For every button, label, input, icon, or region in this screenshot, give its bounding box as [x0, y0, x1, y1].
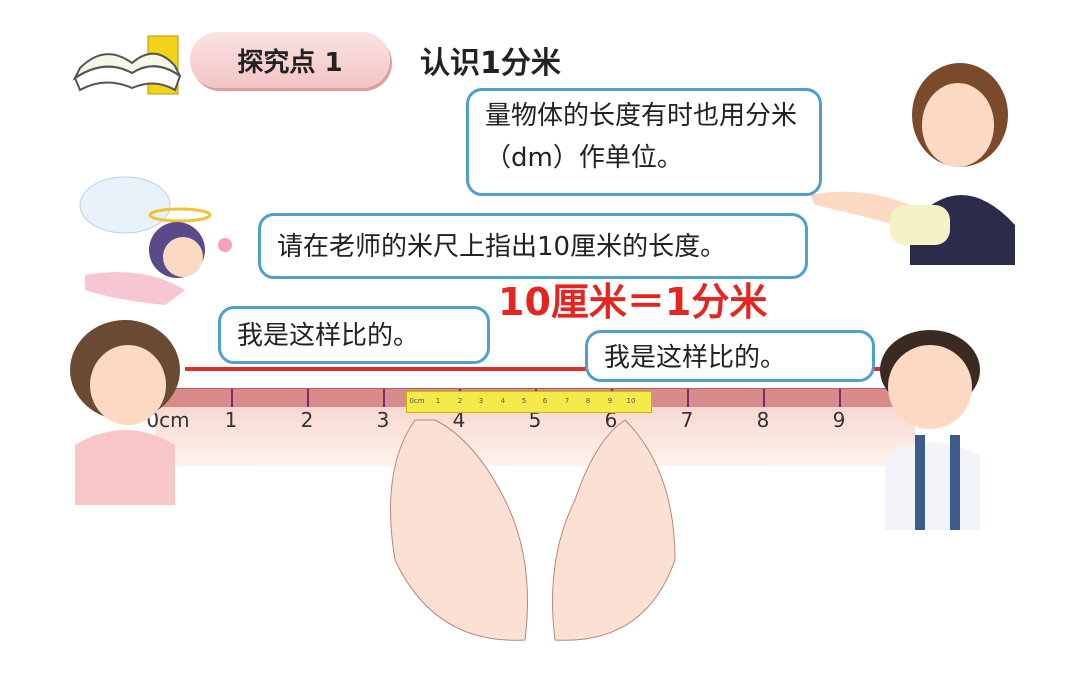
- teacher-illustration: [810, 63, 1015, 265]
- girl-speech-bubble: 我是这样比的。: [218, 306, 490, 364]
- ruler-label: 2: [300, 408, 314, 432]
- small-ruler-label: 8: [585, 397, 591, 405]
- small-ruler-label: 2: [457, 397, 463, 405]
- girl-illustration: [70, 320, 180, 505]
- book-icon: [72, 35, 182, 95]
- ten-cm-marker-line: [185, 367, 895, 371]
- equation-text: 10厘米＝1分米: [498, 280, 768, 324]
- angel-speech-bubble: 请在老师的米尺上指出10厘米的长度。: [258, 213, 808, 279]
- ruler-label: 6: [604, 408, 618, 432]
- small-ruler-label: 10: [626, 397, 636, 405]
- angel-illustration: [79, 176, 232, 305]
- ruler-label: 5: [528, 408, 542, 432]
- ruler-label: 7: [680, 408, 694, 432]
- ruler-label: 3: [376, 408, 390, 432]
- hands-illustration: [390, 419, 676, 641]
- table-surface: [155, 406, 915, 466]
- boy-speech-bubble: 我是这样比的。: [585, 330, 875, 382]
- small-ruler-label: 3: [478, 397, 484, 405]
- section-label: 探究点 1: [190, 32, 390, 88]
- small-ruler-label: 0cm: [409, 397, 425, 405]
- teacher-speech-line-2: （dm）作单位。: [485, 143, 683, 173]
- teacher-speech-bubble: 量物体的长度有时也用分米 （dm）作单位。: [466, 88, 822, 196]
- ruler-label: 1: [224, 408, 238, 432]
- teacher-speech-line-1: 量物体的长度有时也用分米: [485, 101, 798, 131]
- small-ruler-label: 1: [435, 397, 441, 405]
- ruler-label: 9: [832, 408, 846, 432]
- ruler-label: 4: [452, 408, 466, 432]
- small-ruler-label: 5: [521, 397, 527, 405]
- small-ruler-label: 7: [564, 397, 570, 405]
- page-title: 认识1分米: [420, 46, 561, 81]
- small-ruler-label: 9: [607, 397, 613, 405]
- small-ruler-label: 6: [542, 397, 548, 405]
- ruler-label: 8: [756, 408, 770, 432]
- boy-illustration: [880, 330, 980, 530]
- small-ruler-label: 4: [500, 397, 506, 405]
- small-ruler: 0cm 1 2 3 4 5 6 7 8 9 10: [406, 391, 652, 413]
